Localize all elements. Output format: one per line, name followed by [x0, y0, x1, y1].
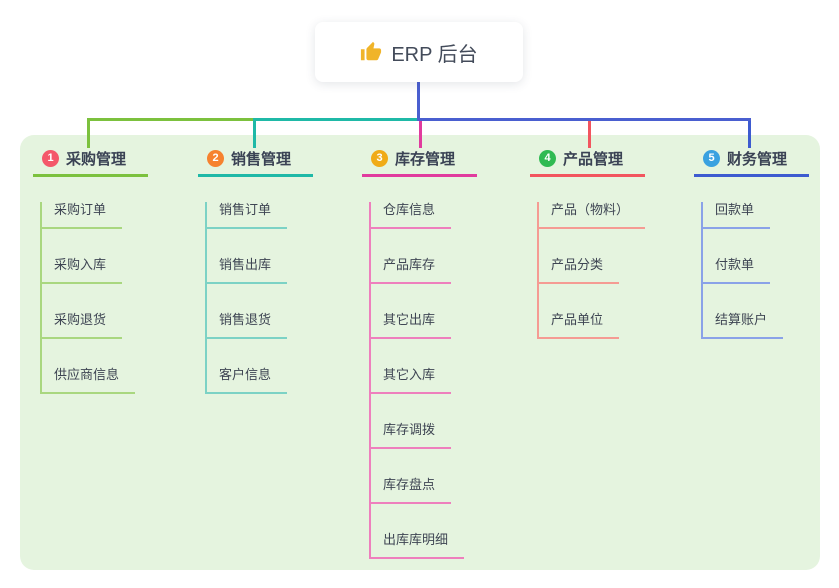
branch-label: 销售管理 — [231, 151, 292, 168]
child-item[interactable]: 库存调拨 — [371, 422, 452, 449]
child-item[interactable]: 其它出库 — [371, 312, 452, 339]
branch-2: 2 销售管理销售订单销售出库销售退货客户信息 — [198, 143, 313, 394]
child-item[interactable]: 采购订单 — [42, 202, 123, 229]
child-item[interactable]: 回款单 — [703, 202, 771, 229]
branch-header[interactable]: 4 产品管理 — [530, 143, 645, 177]
branch-children: 销售订单销售出库销售退货客户信息 — [205, 202, 288, 394]
connector-line — [417, 82, 420, 118]
branch-number-badge: 3 — [371, 150, 388, 167]
child-item[interactable]: 采购入库 — [42, 257, 123, 284]
child-item[interactable]: 库存盘点 — [371, 477, 452, 504]
branch-1: 1 采购管理采购订单采购入库采购退货供应商信息 — [33, 143, 148, 394]
child-item[interactable]: 结算账户 — [703, 312, 784, 339]
child-item[interactable]: 销售出库 — [207, 257, 288, 284]
branch-header[interactable]: 5 财务管理 — [694, 143, 809, 177]
child-item[interactable]: 付款单 — [703, 257, 771, 284]
branch-header[interactable]: 2 销售管理 — [198, 143, 313, 177]
connector-line — [748, 121, 751, 148]
child-item[interactable]: 供应商信息 — [42, 367, 136, 394]
child-item[interactable]: 销售订单 — [207, 202, 288, 229]
child-item[interactable]: 产品单位 — [539, 312, 620, 339]
branches-panel — [20, 135, 820, 570]
connector-line — [588, 121, 591, 148]
branch-number-badge: 4 — [539, 150, 556, 167]
child-item[interactable]: 采购退货 — [42, 312, 123, 339]
child-item[interactable]: 产品（物料） — [539, 202, 646, 229]
thumbs-up-icon — [360, 41, 382, 63]
branch-4: 4 产品管理产品（物料） 产品分类产品单位 — [530, 143, 646, 339]
branch-3: 3 库存管理仓库信息产品库存其它出库其它入库库存调拨库存盘点出库库明细 — [362, 143, 477, 559]
child-item[interactable]: 仓库信息 — [371, 202, 452, 229]
root-node-label: ERP 后台 — [391, 43, 478, 66]
branch-number-badge: 1 — [42, 150, 59, 167]
branch-number-badge: 5 — [703, 150, 720, 167]
child-item[interactable]: 销售退货 — [207, 312, 288, 339]
branch-children: 采购订单采购入库采购退货供应商信息 — [40, 202, 136, 394]
connector-line — [253, 118, 419, 121]
branch-number-badge: 2 — [207, 150, 224, 167]
branch-label: 库存管理 — [395, 151, 456, 168]
child-item[interactable]: 客户信息 — [207, 367, 288, 394]
branch-label: 产品管理 — [563, 151, 624, 168]
connector-line — [417, 118, 751, 121]
branch-label: 财务管理 — [727, 151, 788, 168]
root-node[interactable]: ERP 后台 — [315, 22, 523, 82]
child-item[interactable]: 产品分类 — [539, 257, 620, 284]
branch-header[interactable]: 1 采购管理 — [33, 143, 148, 177]
branch-label: 采购管理 — [66, 151, 127, 168]
connector-line — [419, 121, 422, 148]
child-item[interactable]: 其它入库 — [371, 367, 452, 394]
branch-children: 产品（物料） 产品分类产品单位 — [537, 202, 646, 339]
branch-5: 5 财务管理回款单付款单结算账户 — [694, 143, 809, 339]
connector-line — [87, 121, 90, 148]
branch-header[interactable]: 3 库存管理 — [362, 143, 477, 177]
connector-line — [253, 121, 256, 148]
branch-children: 回款单付款单结算账户 — [701, 202, 784, 339]
connector-line — [87, 118, 256, 121]
branch-children: 仓库信息产品库存其它出库其它入库库存调拨库存盘点出库库明细 — [369, 202, 465, 559]
child-item[interactable]: 产品库存 — [371, 257, 452, 284]
child-item[interactable]: 出库库明细 — [371, 532, 465, 559]
